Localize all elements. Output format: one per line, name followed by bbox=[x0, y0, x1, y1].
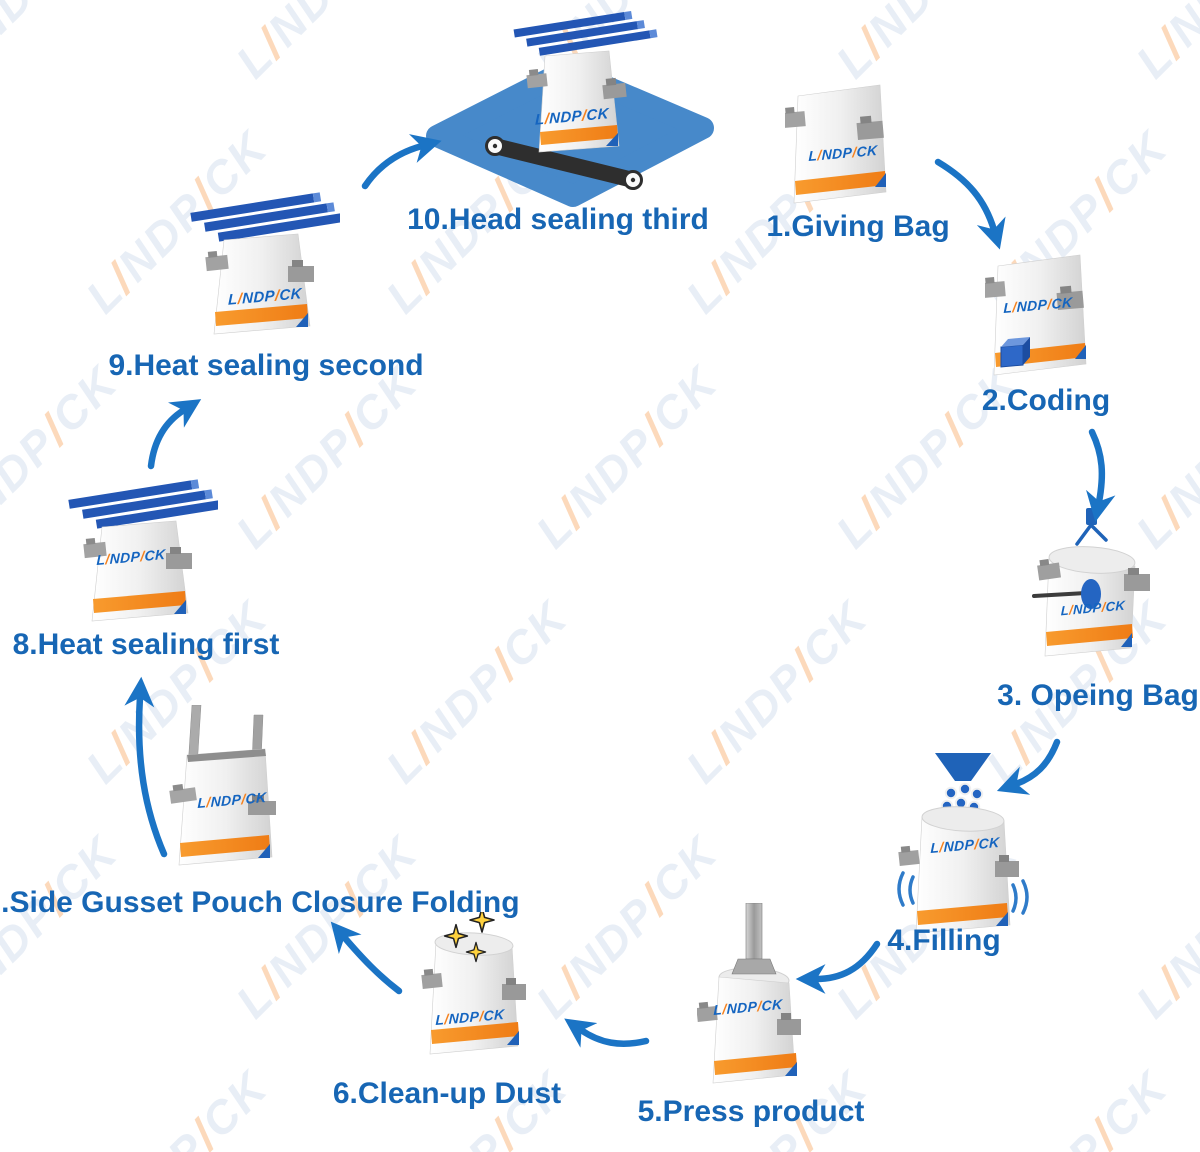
bag-clip bbox=[205, 250, 229, 272]
filling-funnel bbox=[935, 753, 991, 781]
step-label-coding: 2.Coding bbox=[981, 384, 1111, 417]
heat-sealing-first-illustration bbox=[68, 479, 218, 622]
folded-top-edge bbox=[187, 749, 266, 762]
gusset-folding-illustration bbox=[169, 705, 276, 866]
arrow-3-to-4 bbox=[996, 738, 1061, 795]
press-head bbox=[731, 958, 777, 975]
step-label-filling: 4.Filling bbox=[887, 924, 1001, 957]
arrow-5-to-6 bbox=[564, 1018, 650, 1048]
sparkle-stars bbox=[443, 912, 495, 963]
bag-clip bbox=[1037, 558, 1062, 581]
opening-rod bbox=[1032, 591, 1088, 598]
bag-opening bbox=[921, 806, 1005, 832]
bag-clip bbox=[248, 795, 276, 815]
bag-stripe bbox=[1046, 624, 1133, 646]
vibration-lines bbox=[897, 871, 1029, 915]
step-label-clean-up-dust: 6.Clean-up Dust bbox=[332, 1077, 562, 1110]
bag-clip bbox=[856, 115, 884, 141]
coding-bag-illustration bbox=[985, 254, 1087, 376]
step-label-gusset-folding: 7.Side Gusset Pouch Closure Folding bbox=[0, 886, 520, 919]
bag-clip bbox=[288, 260, 314, 282]
step-label-giving-bag: 1.Giving Bag bbox=[766, 210, 950, 243]
arrow-8-to-9 bbox=[147, 399, 202, 470]
filling-bag-illustration bbox=[897, 753, 1029, 934]
press-product-illustration bbox=[697, 903, 801, 1084]
bag-clip bbox=[985, 277, 1006, 299]
conveyor-head-sealing-illustration bbox=[426, 10, 714, 207]
conveyor-belt bbox=[487, 138, 641, 188]
bag-stripe bbox=[431, 1022, 519, 1044]
bag-clip bbox=[166, 547, 192, 569]
bag-stripe bbox=[93, 591, 186, 613]
seal-bars bbox=[68, 479, 218, 529]
arrow-1-to-2 bbox=[934, 158, 1006, 250]
bag-clip bbox=[169, 783, 197, 804]
opening-bag-illustration bbox=[1032, 508, 1150, 657]
step-label-head-sealing-third: 10.Head sealing third bbox=[407, 203, 709, 236]
bag-stripe bbox=[714, 1053, 797, 1075]
arrow-7-to-8 bbox=[124, 676, 168, 858]
coder-box bbox=[1000, 337, 1030, 368]
bag-stripe bbox=[215, 304, 308, 326]
bag-stripe bbox=[795, 171, 886, 195]
seal-bars bbox=[190, 192, 340, 242]
bag-clip bbox=[995, 855, 1019, 877]
step-label-press-product: 5.Press product bbox=[637, 1095, 865, 1128]
bag-on-conveyor bbox=[513, 10, 658, 153]
bag-clip bbox=[697, 1001, 718, 1023]
bag-clip bbox=[421, 968, 443, 990]
bag-opening bbox=[1048, 546, 1136, 574]
arrow-2-to-3 bbox=[1086, 428, 1116, 522]
bag-clip bbox=[83, 537, 107, 559]
bag-clip bbox=[777, 1013, 801, 1035]
heat-sealing-second-illustration bbox=[190, 192, 340, 335]
clean-up-dust-illustration bbox=[421, 912, 526, 1055]
step-label-heat-sealing-first: 8.Heat sealing first bbox=[12, 628, 280, 661]
bag-clip bbox=[1124, 568, 1150, 591]
arrow-9-to-10 bbox=[361, 134, 442, 190]
arrow-4-to-5 bbox=[795, 940, 881, 994]
arrow-6-to-7 bbox=[330, 921, 403, 995]
step-label-opening-bag: 3. Opeing Bag bbox=[997, 679, 1199, 712]
bag-clip bbox=[1056, 285, 1084, 311]
bag-clip bbox=[785, 107, 806, 129]
bag-clip bbox=[502, 978, 526, 1000]
bag-stripe bbox=[180, 835, 270, 857]
bag-stripe bbox=[917, 903, 1008, 925]
giving-bag-illustration bbox=[785, 84, 887, 204]
bag-clip bbox=[898, 845, 920, 867]
step-label-heat-sealing-second: 9.Heat sealing second bbox=[108, 349, 424, 382]
